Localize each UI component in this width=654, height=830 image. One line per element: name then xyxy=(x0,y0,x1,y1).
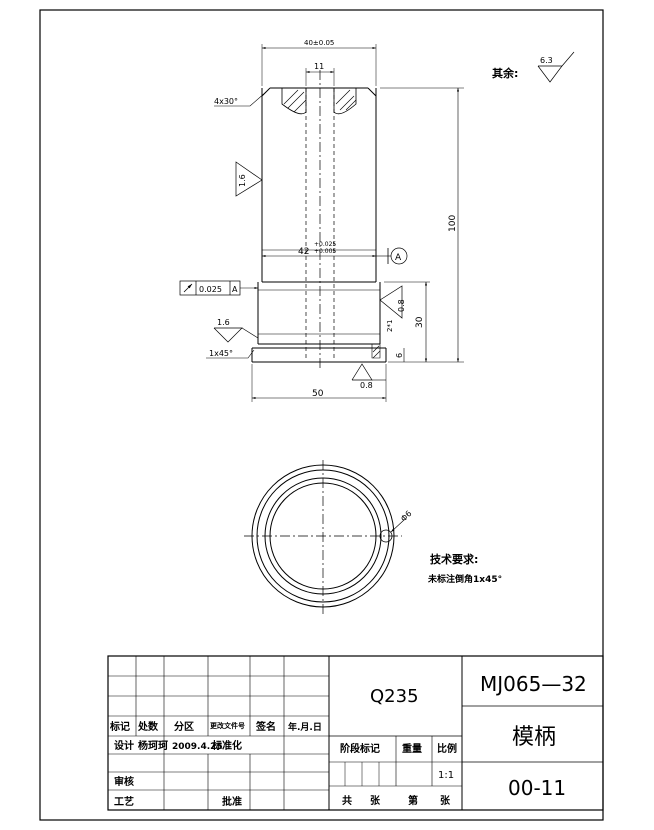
dim-base-height: 6 xyxy=(395,353,404,358)
dim-hole: Φ6 xyxy=(399,509,413,523)
front-view: 40±0.05 11 4x30° 1.6 100 42 +0.025 +0.00… xyxy=(179,39,464,402)
outer-border xyxy=(39,9,604,821)
roughness-rest: 其余: 6.3 xyxy=(492,51,575,83)
tol-value: 0.025 xyxy=(199,285,222,294)
rev-header-count: 处数 xyxy=(137,720,159,733)
stage-label: 阶段标记 xyxy=(340,742,380,755)
design-label: 设计 xyxy=(114,739,134,752)
rev-header-date: 年.月.日 xyxy=(288,721,322,733)
rough-base-value: 1.6 xyxy=(217,318,230,327)
design-date: 2009.4.25 xyxy=(172,742,223,752)
process-label: 工艺 xyxy=(114,795,134,808)
tol-datum: A xyxy=(232,285,238,294)
page-sheet-label: 张 xyxy=(440,794,451,807)
rev-header-zone: 分区 xyxy=(174,720,194,733)
rough-collar-value: 0.8 xyxy=(397,299,406,312)
roughness-rest-label: 其余: xyxy=(492,66,518,80)
material: Q235 xyxy=(370,686,419,707)
runout-tolerance-frame xyxy=(179,280,258,296)
total-label: 共 xyxy=(342,794,352,807)
pin-hole xyxy=(379,529,393,543)
sheet-code: 00-11 xyxy=(508,776,566,800)
dim-shank: 42 xyxy=(298,247,309,257)
standardize-label: 标准化 xyxy=(211,739,242,752)
dim-base-width: 50 xyxy=(312,389,324,399)
datum-label: A xyxy=(395,253,402,263)
title-block xyxy=(107,655,604,811)
dim-collar-height: 30 xyxy=(415,316,425,328)
dim-shank-tol-lower: +0.005 xyxy=(314,248,336,255)
page-label: 第 xyxy=(408,794,418,807)
designer-name: 杨珂珂 xyxy=(138,739,168,752)
inner-frame-line xyxy=(39,9,604,821)
tech-requirements-title: 技术要求: xyxy=(430,552,478,566)
dim-shank-tol-upper: +0.025 xyxy=(314,241,336,248)
part-name: 模柄 xyxy=(512,725,556,750)
rev-header-sign: 签名 xyxy=(255,720,276,733)
top-counterbore-section xyxy=(281,87,307,115)
rough-side-value: 1.6 xyxy=(238,174,247,187)
top-counterbore-section-right xyxy=(333,87,357,115)
weight-label: 重量 xyxy=(402,742,422,755)
scale-label: 比例 xyxy=(437,742,457,755)
tech-requirements-line1: 未标注倒角1x45° xyxy=(427,573,502,585)
approve-label: 批准 xyxy=(222,795,242,808)
roughness-symbol-side xyxy=(235,161,263,197)
roughness-rest-value: 6.3 xyxy=(540,56,553,65)
dim-chamfer-top: 4x30° xyxy=(214,97,238,106)
sheet-label: 张 xyxy=(370,794,381,807)
dim-chamfer-bottom: 1x45° xyxy=(209,349,233,358)
dim-top-width: 40±0.05 xyxy=(304,39,334,47)
review-label: 审核 xyxy=(114,775,134,788)
top-view xyxy=(244,460,405,614)
rev-header-mark: 标记 xyxy=(109,720,130,733)
scale-value: 1:1 xyxy=(438,770,454,781)
dim-groove: 2*1 xyxy=(386,320,394,332)
drawing-number: MJ065—32 xyxy=(480,672,587,696)
dim-height: 100 xyxy=(448,215,458,232)
rough-bottom-value: 0.8 xyxy=(360,381,373,390)
dim-bore: 11 xyxy=(314,62,324,71)
rev-header-doc: 更改文件号 xyxy=(210,721,245,730)
